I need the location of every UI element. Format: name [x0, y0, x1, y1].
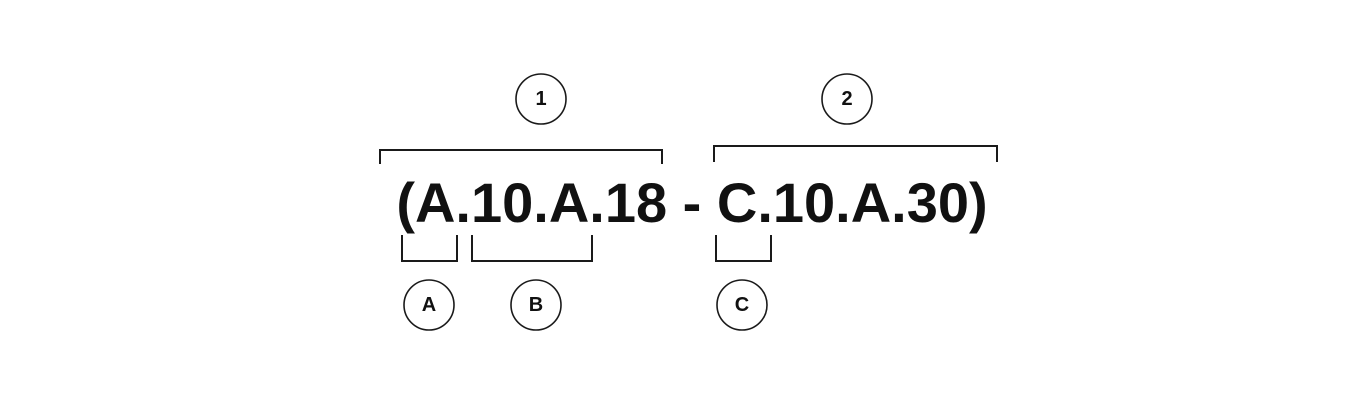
range-end-bracket [713, 145, 998, 162]
part-b-marker-label: B [529, 294, 543, 316]
range-start-marker-label: 1 [535, 88, 546, 110]
part-a-bracket [401, 235, 458, 262]
part-c-marker-label: C [735, 294, 749, 316]
range-end-marker: 2 [821, 73, 873, 125]
range-start-bracket [379, 149, 663, 164]
range-end-marker-label: 2 [841, 88, 852, 110]
part-b-bracket [471, 235, 593, 262]
range-start-marker: 1 [515, 73, 567, 125]
code-expression: (A.10.A.18 - C.10.A.30) [396, 171, 987, 234]
part-b-marker: B [510, 279, 562, 331]
part-c-marker: C [716, 279, 768, 331]
part-a-marker: A [403, 279, 455, 331]
part-c-bracket [715, 235, 772, 262]
part-a-marker-label: A [422, 294, 436, 316]
